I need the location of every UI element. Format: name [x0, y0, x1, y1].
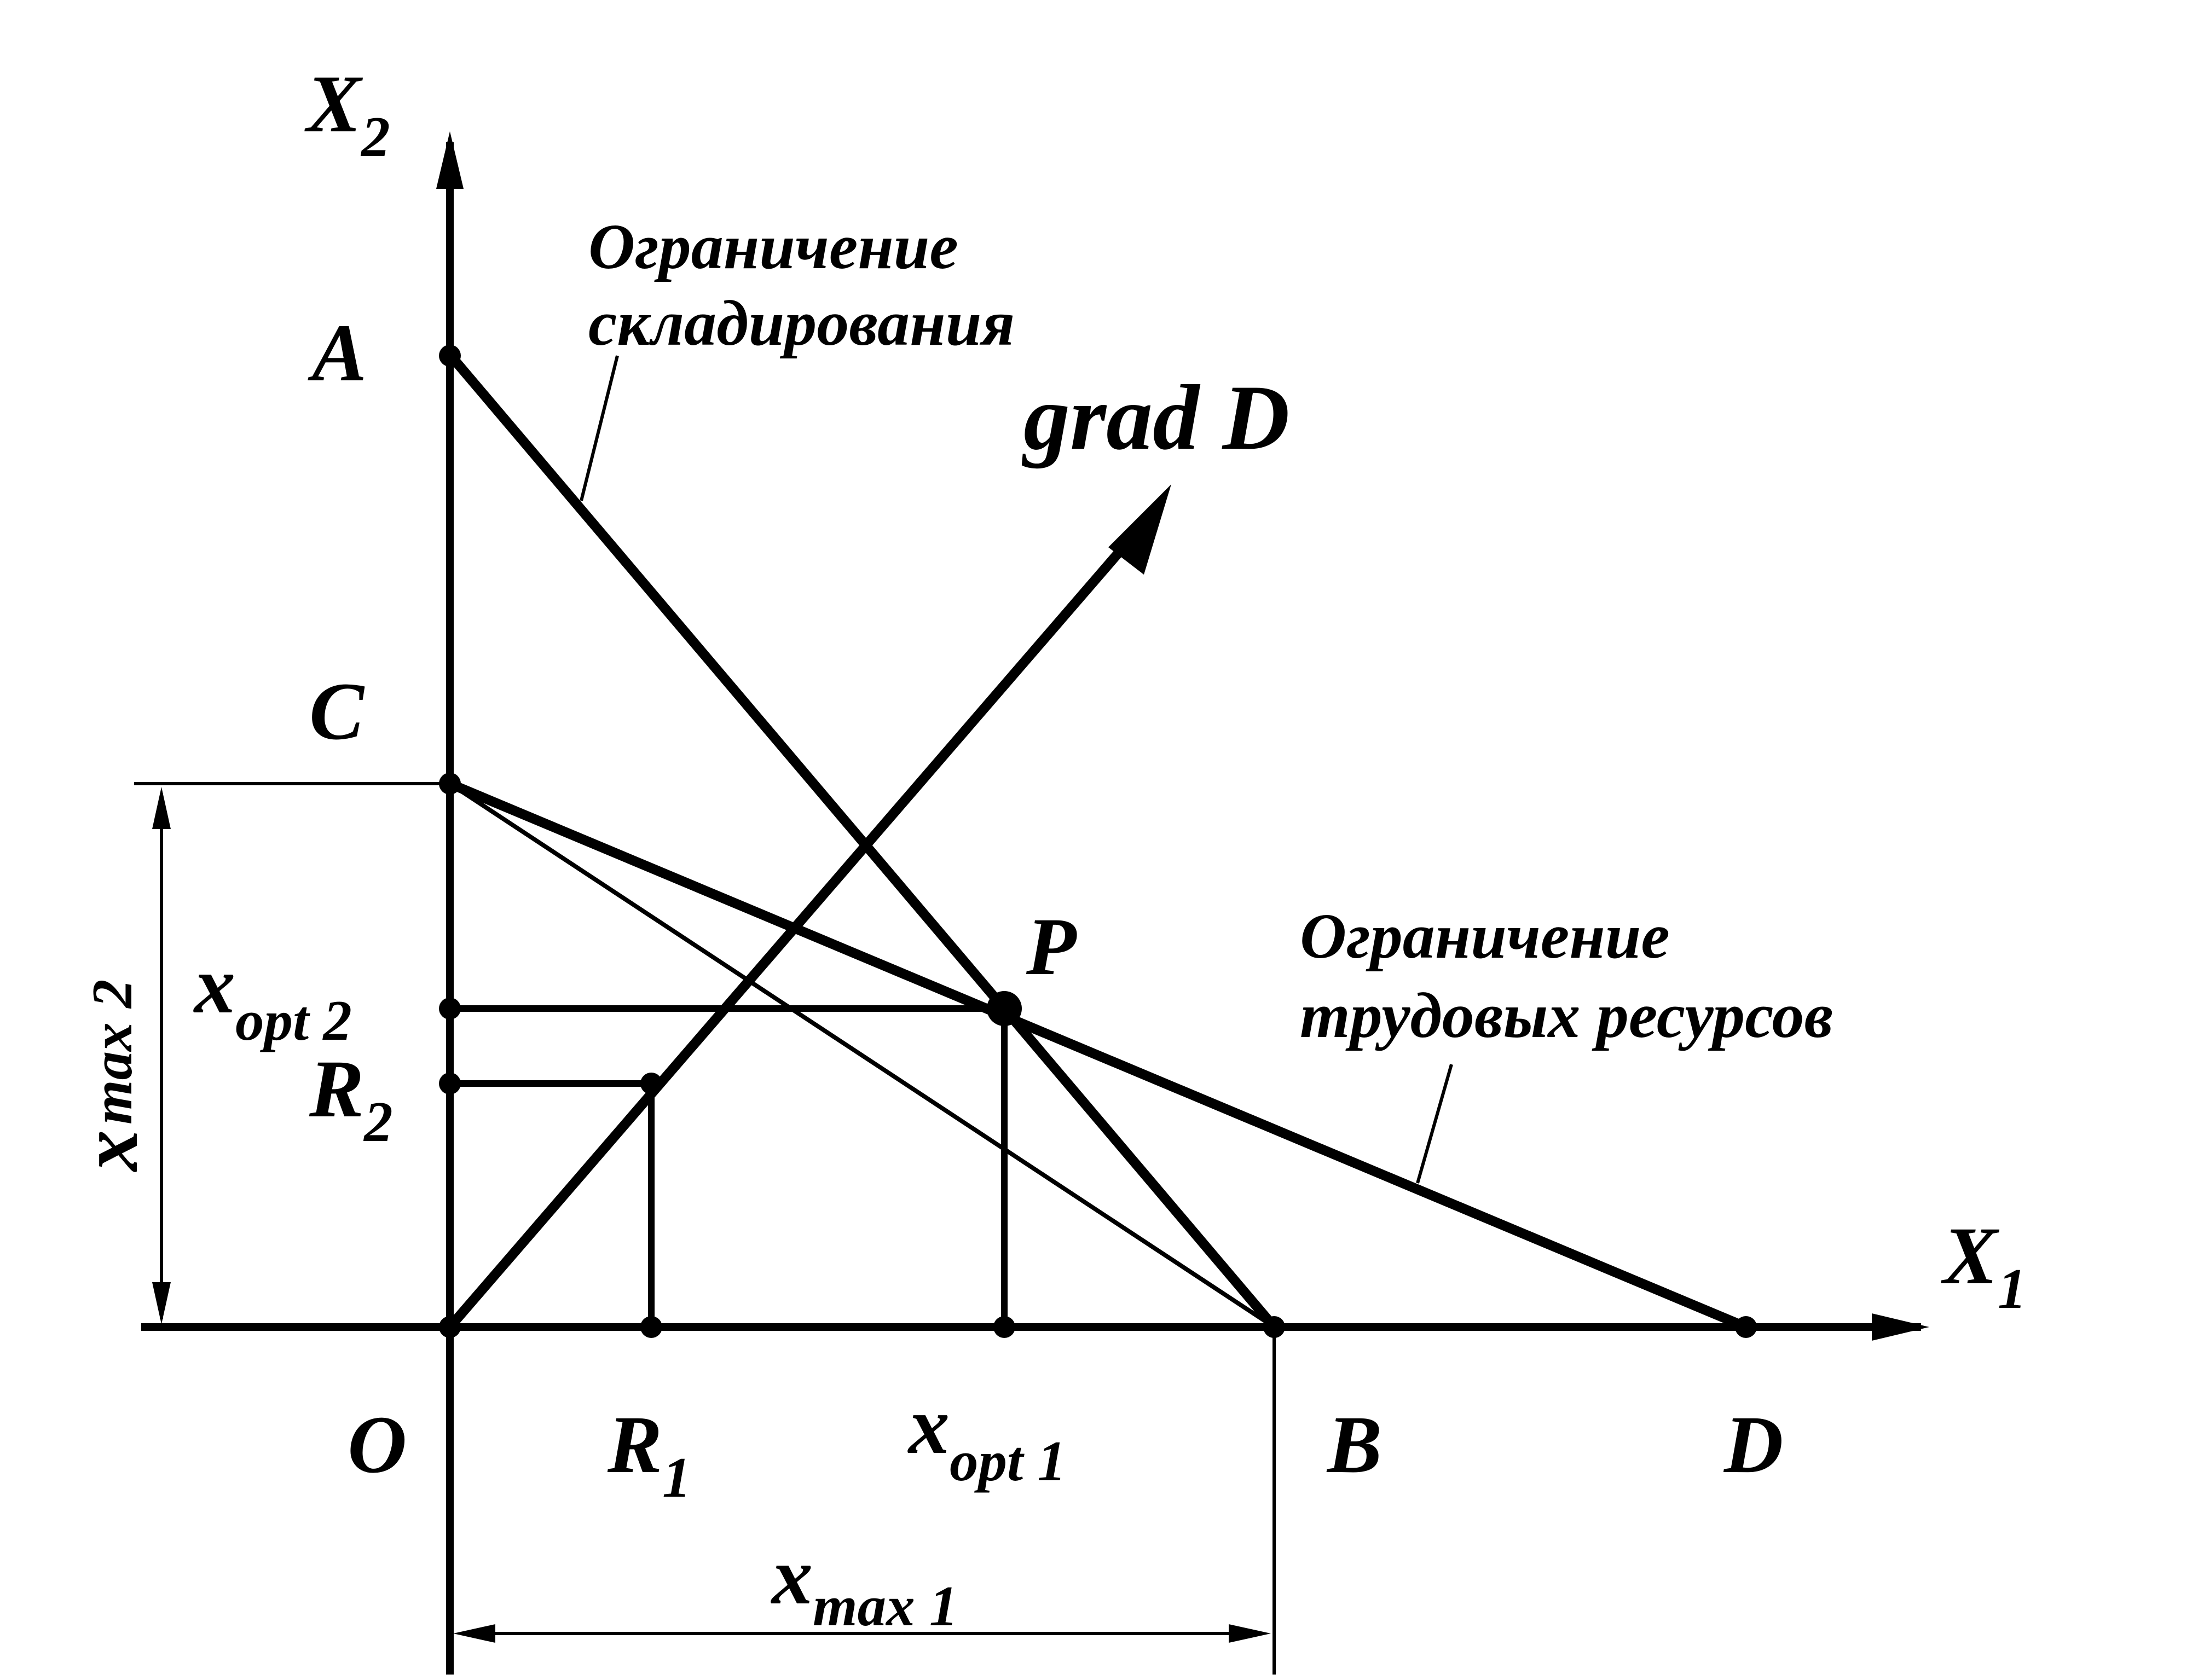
point-b-dot [1263, 1316, 1285, 1338]
x-opt-2-label: xopt 2 [193, 940, 352, 1052]
point-a-label: A [308, 308, 367, 398]
level-line-cb [448, 781, 1276, 1329]
x-max-2-label: xmax 2 [64, 980, 155, 1172]
point-o-label: O [348, 1399, 407, 1490]
point-d-dot [1735, 1316, 1757, 1338]
point-c-dot [439, 773, 461, 795]
x-opt-2-dot [439, 998, 461, 1019]
r1-dot [640, 1316, 662, 1338]
r2-dot [439, 1073, 461, 1094]
point-p-label: P [1026, 901, 1077, 992]
y-axis-label: X2 [304, 59, 390, 169]
storage-constraint-line [446, 351, 1278, 1330]
gradient-label: grad D [1021, 366, 1289, 469]
x-axis-label: X1 [1941, 1210, 2027, 1320]
labor-leader-line [1416, 1064, 1453, 1184]
x-max-2-arrow-top [152, 787, 171, 829]
x-max-1-arrow-left [453, 1624, 495, 1643]
y-axis-arrowhead [436, 131, 464, 189]
x-max-1-label: xmax 1 [771, 1531, 958, 1638]
point-o-dot [439, 1316, 461, 1338]
point-p-dot [987, 991, 1022, 1026]
gradient-arrowhead [1108, 484, 1171, 575]
r-dot [640, 1073, 662, 1094]
storage-constraint-label: Ограничение [588, 211, 958, 282]
point-d-label: D [1723, 1399, 1783, 1490]
x-max-1-arrow-right [1229, 1624, 1271, 1643]
x-axis-arrowhead [1872, 1313, 1929, 1341]
labor-constraint-label: Ограничение [1300, 900, 1670, 972]
point-c-label: C [309, 666, 365, 757]
storage-constraint-label-2: складирования [588, 287, 1015, 359]
labor-constraint-label-2: трудовых ресурсов [1300, 980, 1833, 1051]
point-b-label: B [1326, 1399, 1382, 1490]
r2-label: R2 [309, 1044, 393, 1154]
gradient-line [446, 514, 1153, 1330]
r1-label: R1 [607, 1399, 691, 1509]
x-opt-1-label: xopt 1 [907, 1380, 1066, 1493]
x-opt-1-dot [993, 1316, 1015, 1338]
storage-leader-line [580, 355, 619, 501]
labor-constraint-line [448, 779, 1748, 1332]
point-a-dot [439, 345, 461, 367]
x-max-2-arrow-bottom [152, 1282, 171, 1324]
